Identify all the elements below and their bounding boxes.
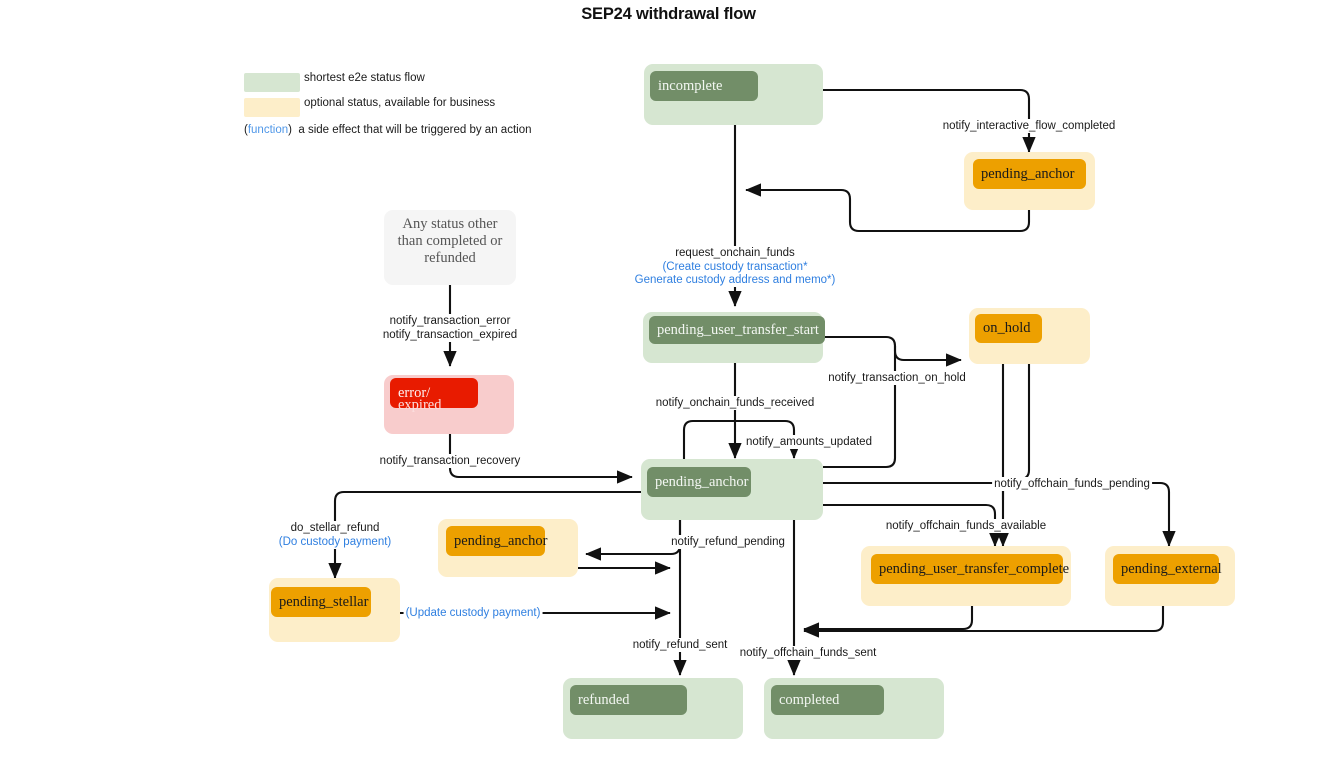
node-pending-anchor-main-label: pending_anchor (647, 467, 751, 497)
node-pending-anchor-top[interactable]: pending_anchor (964, 152, 1095, 210)
node-on-hold-label: on_hold (975, 314, 1042, 343)
legend-function-text: a side effect that will be triggered by … (298, 124, 532, 136)
edge-label-update-custody-payment: (Update custody payment) (403, 606, 543, 620)
node-incomplete-label: incomplete (650, 71, 758, 101)
node-completed[interactable]: completed (764, 678, 944, 739)
edge-label-do-stellar-refund: do_stellar_refund (288, 521, 382, 535)
node-on-hold[interactable]: on_hold (969, 308, 1090, 364)
edge-label-request-onchain-funds: request_onchain_funds (673, 246, 797, 260)
edge-refund-pending-to-pending-anchor-refund (585, 520, 682, 561)
edge-pending-anchor-main-to-on-hold (823, 346, 897, 469)
legend-paren-close: ) (288, 124, 292, 136)
node-pending-anchor-main[interactable]: pending_anchor (641, 459, 823, 520)
edge-label-notify-offchain-funds-sent: notify_offchain_funds_sent (737, 646, 879, 660)
edge-pending-anchor-main-loop-left (682, 419, 801, 459)
node-pending-user-transfer-start-label: pending_user_transfer_start (649, 316, 825, 344)
node-pending-user-transfer-complete-label: pending_user_transfer_complete (871, 554, 1069, 584)
edge-pending-anchor-main-to-pending-external (823, 481, 1176, 547)
node-pending-anchor-refund-label: pending_anchor (446, 526, 547, 556)
edge-incomplete-to-pending-anchor-top (823, 88, 1036, 153)
edge-label-notify-transaction-recovery: notify_transaction_recovery (377, 454, 523, 468)
edge-label-notify-onchain-funds-received: notify_onchain_funds_received (653, 396, 817, 410)
edge-pending-user-transfer-complete-to-completed (803, 594, 974, 636)
node-pending-external[interactable]: pending_external (1105, 546, 1235, 606)
edge-error-to-pending-anchor-main (448, 434, 633, 484)
node-pending-anchor-top-label: pending_anchor (973, 159, 1086, 189)
legend-function-word: function (247, 124, 289, 136)
legend-label-shortest: shortest e2e status flow (304, 72, 425, 84)
edge-pending-anchor-main-to-pending-stellar (328, 490, 641, 579)
node-error-expired-label-2: expired (398, 397, 442, 413)
edge-pending-anchor-main-to-pending-user-transfer-complete (823, 503, 1002, 547)
node-pending-anchor-refund[interactable]: pending_anchor (438, 519, 578, 577)
legend-paren-open: ( (244, 124, 248, 136)
legend-swatch-amber (244, 98, 300, 117)
edge-label-notify-transaction-on-hold: notify_transaction_on_hold (826, 371, 968, 385)
legend-label-optional: optional status, available for business (304, 97, 496, 109)
edge-label-notify-offchain-funds-available: notify_offchain_funds_available (883, 519, 1049, 533)
node-error-expired-label: error/ (390, 378, 478, 408)
edge-label-notify-interactive-flow-completed: notify_interactive_flow_completed (940, 119, 1118, 133)
edge-label-do-custody-payment: (Do custody payment) (276, 535, 394, 549)
node-refunded-label: refunded (570, 685, 687, 715)
legend-function-note: (function) a side effect that will be tr… (244, 124, 531, 136)
node-error-expired[interactable]: error/ expired (384, 375, 514, 434)
edge-label-generate-custody-address-and-memo: Generate custody address and memo*) (632, 273, 838, 287)
edge-label-notify-transaction-error: notify_transaction_error (387, 314, 513, 328)
edge-pending-anchor-top-to-pending-user-transfer-start (745, 183, 1031, 233)
edge-label-notify-amounts-updated: notify_amounts_updated (744, 435, 874, 449)
node-any-status-other-label: Any status other than completed or refun… (397, 216, 503, 266)
edge-pending-external-to-completed (803, 602, 1165, 638)
node-completed-label: completed (771, 685, 884, 715)
edge-label-create-custody-transaction: (Create custody transaction* (660, 260, 810, 274)
node-incomplete[interactable]: incomplete (644, 64, 823, 125)
edge-label-notify-refund-pending: notify_refund_pending (669, 535, 787, 549)
node-pending-user-transfer-start[interactable]: pending_user_transfer_start (643, 312, 825, 363)
node-any-status-other[interactable]: Any status other than completed or refun… (384, 210, 516, 285)
edge-pending-user-transfer-start-to-on-hold (823, 335, 962, 367)
edge-label-notify-refund-sent: notify_refund_sent (630, 638, 730, 652)
node-pending-user-transfer-complete[interactable]: pending_user_transfer_complete (861, 546, 1071, 606)
node-pending-stellar[interactable]: pending_stellar (269, 578, 400, 642)
page-title: SEP24 withdrawal flow (581, 5, 756, 23)
edge-label-notify-transaction-expired: notify_transaction_expired (380, 328, 520, 342)
legend-swatch-green (244, 73, 300, 92)
node-refunded[interactable]: refunded (563, 678, 743, 739)
edge-label-notify-offchain-funds-pending: notify_offchain_funds_pending (992, 477, 1152, 491)
node-pending-external-label: pending_external (1113, 554, 1222, 584)
node-pending-stellar-label: pending_stellar (271, 587, 371, 617)
